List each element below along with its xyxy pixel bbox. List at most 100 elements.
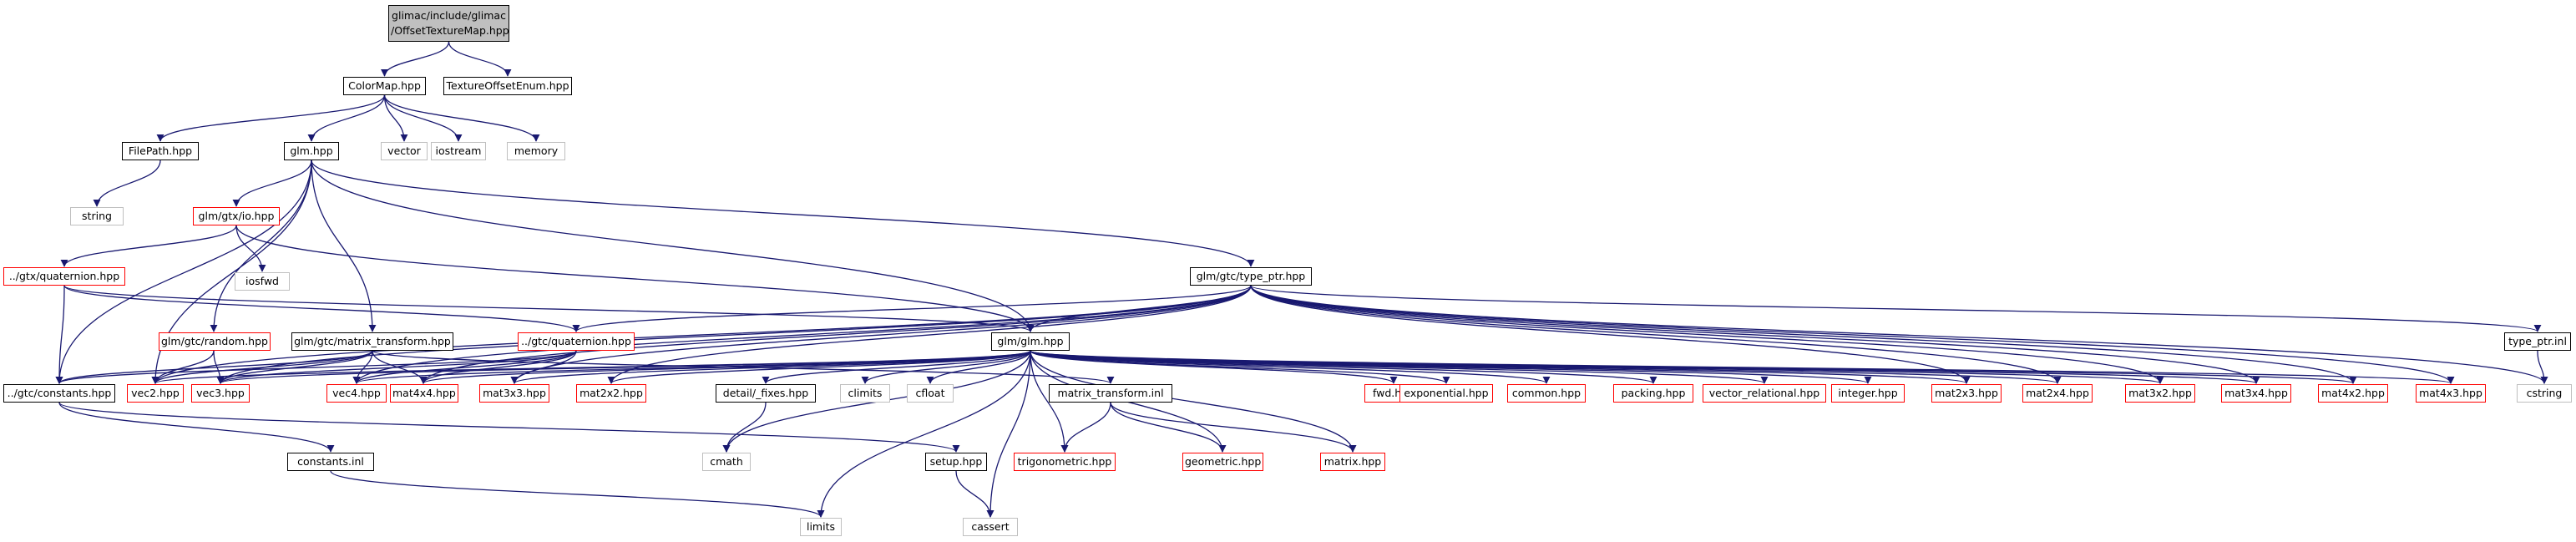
edge-typeptr-to-vec3 <box>216 285 1252 384</box>
edge-matrixinl-to-trig <box>1060 402 1111 453</box>
root-file-path-line2: /OffsetTextureMap.hpp <box>391 24 509 37</box>
edge-gtcconst-to-constinl <box>58 402 335 453</box>
edge-typeptrinl-to-cstring <box>2537 350 2548 384</box>
node-typeptrinl[interactable]: type_ptr.inl <box>2504 332 2571 351</box>
edge-glm-to-typeptr <box>311 160 1255 267</box>
node-mat4x2[interactable]: mat4x2.hpp <box>2318 384 2388 403</box>
node-iosfwd: iosfwd <box>235 272 290 291</box>
edge-gtxquat-to-gtcquat <box>63 285 580 332</box>
edge-gtcmatrix-to-vec2 <box>151 350 373 384</box>
node-typeptr[interactable]: glm/gtc/type_ptr.hpp <box>1190 267 1312 286</box>
node-packing[interactable]: packing.hpp <box>1613 384 1693 403</box>
edge-gtcmatrix-to-vec3 <box>216 350 373 384</box>
node-vec3[interactable]: vec3.hpp <box>191 384 250 403</box>
node-colormap[interactable]: ColorMap.hpp <box>343 77 426 95</box>
node-mat2x2[interactable]: mat2x2.hpp <box>576 384 646 403</box>
edge-glmglm-to-cfloat <box>926 350 1031 384</box>
edge-gtxio-to-iosfwd <box>235 225 266 272</box>
edge-glmglm-to-detailfixes <box>762 350 1031 384</box>
node-gtcconst[interactable]: ../gtc/constants.hpp <box>3 384 115 403</box>
edge-typeptr-to-mat4x4 <box>419 285 1252 384</box>
edge-typeptr-to-mat3x4 <box>1250 285 2260 384</box>
edge-colormap-to-glm <box>307 94 386 142</box>
node-glmglm[interactable]: glm/glm.hpp <box>991 332 1070 351</box>
edge-typeptr-to-vec2 <box>151 285 1252 384</box>
edge-constinl-to-limits <box>330 470 825 518</box>
node-mat3x4[interactable]: mat3x4.hpp <box>2221 384 2291 403</box>
edge-glm-to-gtxio <box>232 160 312 207</box>
node-iostream: iostream <box>431 142 486 160</box>
root-file-node[interactable]: glimac/include/glimac /OffsetTextureMap.… <box>388 5 509 42</box>
edge-gtcmatrix-to-gtcconst <box>55 350 373 384</box>
node-gtcrandom[interactable]: glm/gtc/random.hpp <box>159 332 271 351</box>
node-mat3x3[interactable]: mat3x3.hpp <box>479 384 549 403</box>
edge-glmglm-to-cassert <box>986 350 1031 518</box>
edge-typeptr-to-mat2x3 <box>1250 285 1971 384</box>
edge-gtxquat-to-gtcconst <box>55 285 65 384</box>
node-constinl[interactable]: constants.inl <box>287 453 374 471</box>
edge-filepath-to-string <box>93 160 161 207</box>
edge-glm-to-gtcmatrix <box>311 160 377 332</box>
edge-glmglm-to-mat4x3 <box>1030 350 2454 384</box>
edge-glmglm-to-trig <box>1030 350 1069 453</box>
edge-typeptr-to-mat3x3 <box>510 285 1252 384</box>
edge-glmglm-to-vec3 <box>216 350 1031 384</box>
node-gtxio[interactable]: glm/gtx/io.hpp <box>193 207 280 225</box>
node-mat3x2[interactable]: mat3x2.hpp <box>2125 384 2195 403</box>
node-vector: vector <box>381 142 428 160</box>
edge-glmglm-to-mat4x4 <box>419 350 1031 384</box>
node-mat2x4[interactable]: mat2x4.hpp <box>2022 384 2093 403</box>
node-cstring: cstring <box>2517 384 2572 403</box>
edge-typeptr-to-gtcquat <box>572 285 1252 332</box>
node-memory: memory <box>507 142 565 160</box>
node-mat4x4[interactable]: mat4x4.hpp <box>390 384 458 403</box>
edge-typeptr-to-typeptrinl <box>1250 285 2542 332</box>
edge-typeptr-to-cstring <box>1250 285 2548 384</box>
edge-setup-to-cassert <box>955 470 994 518</box>
node-geometric[interactable]: geometric.hpp <box>1182 453 1264 471</box>
edge-glmglm-to-common <box>1030 350 1551 384</box>
node-detailfixes[interactable]: detail/_fixes.hpp <box>716 384 816 403</box>
edge-typeptr-to-mat2x4 <box>1250 285 2062 384</box>
edge-matrixinl-to-matrix <box>1110 402 1357 453</box>
node-vec4[interactable]: vec4.hpp <box>326 384 387 403</box>
node-matrixinl[interactable]: matrix_transform.inl <box>1049 384 1172 403</box>
edge-colormap-to-memory <box>383 94 540 142</box>
node-gtcquat[interactable]: ../gtc/quaternion.hpp <box>518 332 635 351</box>
node-limits: limits <box>800 518 842 536</box>
node-gtxquat[interactable]: ../gtx/quaternion.hpp <box>3 267 125 286</box>
node-mat2x3[interactable]: mat2x3.hpp <box>1931 384 2002 403</box>
edge-gtcquat-to-vec3 <box>216 350 577 384</box>
node-mat4x3[interactable]: mat4x3.hpp <box>2416 384 2486 403</box>
edge-root-to-textureoffsetenum <box>448 41 512 77</box>
edge-gtcquat-to-mat4x4 <box>419 350 577 384</box>
node-textureoffsetenum[interactable]: TextureOffsetEnum.hpp <box>443 77 572 95</box>
node-matrix[interactable]: matrix.hpp <box>1320 453 1385 471</box>
node-vec2[interactable]: vec2.hpp <box>127 384 184 403</box>
edge-gtcquat-to-vec4 <box>352 350 577 384</box>
edge-glmglm-to-mat2x2 <box>607 350 1031 384</box>
edge-gtxio-to-gtxquat <box>60 225 237 267</box>
node-trig[interactable]: trigonometric.hpp <box>1014 453 1116 471</box>
node-gtcmatrix[interactable]: glm/gtc/matrix_transform.hpp <box>291 332 453 351</box>
edge-matrixinl-to-geometric <box>1110 402 1227 453</box>
edge-root-to-colormap <box>380 41 450 77</box>
node-string: string <box>70 207 124 225</box>
edge-gtcquat-to-gtcconst <box>55 350 577 384</box>
node-vecrel[interactable]: vector_relational.hpp <box>1703 384 1826 403</box>
node-filepath[interactable]: FilePath.hpp <box>122 142 199 160</box>
edge-glm-to-gtcconst <box>55 160 312 384</box>
edge-glmglm-to-exponential <box>1030 350 1450 384</box>
edge-typeptr-to-mat3x2 <box>1250 285 2164 384</box>
node-setup[interactable]: setup.hpp <box>925 453 987 471</box>
node-integer[interactable]: integer.hpp <box>1831 384 1905 403</box>
edge-typeptr-to-mat4x2 <box>1250 285 2357 384</box>
node-cmath: cmath <box>702 453 751 471</box>
edge-detailfixes-to-cmath <box>722 402 767 453</box>
edge-glmglm-to-climits <box>861 350 1031 384</box>
node-glm[interactable]: glm.hpp <box>284 142 339 160</box>
node-exponential[interactable]: exponential.hpp <box>1399 384 1493 403</box>
edge-colormap-to-filepath <box>156 94 386 142</box>
node-common[interactable]: common.hpp <box>1507 384 1586 403</box>
